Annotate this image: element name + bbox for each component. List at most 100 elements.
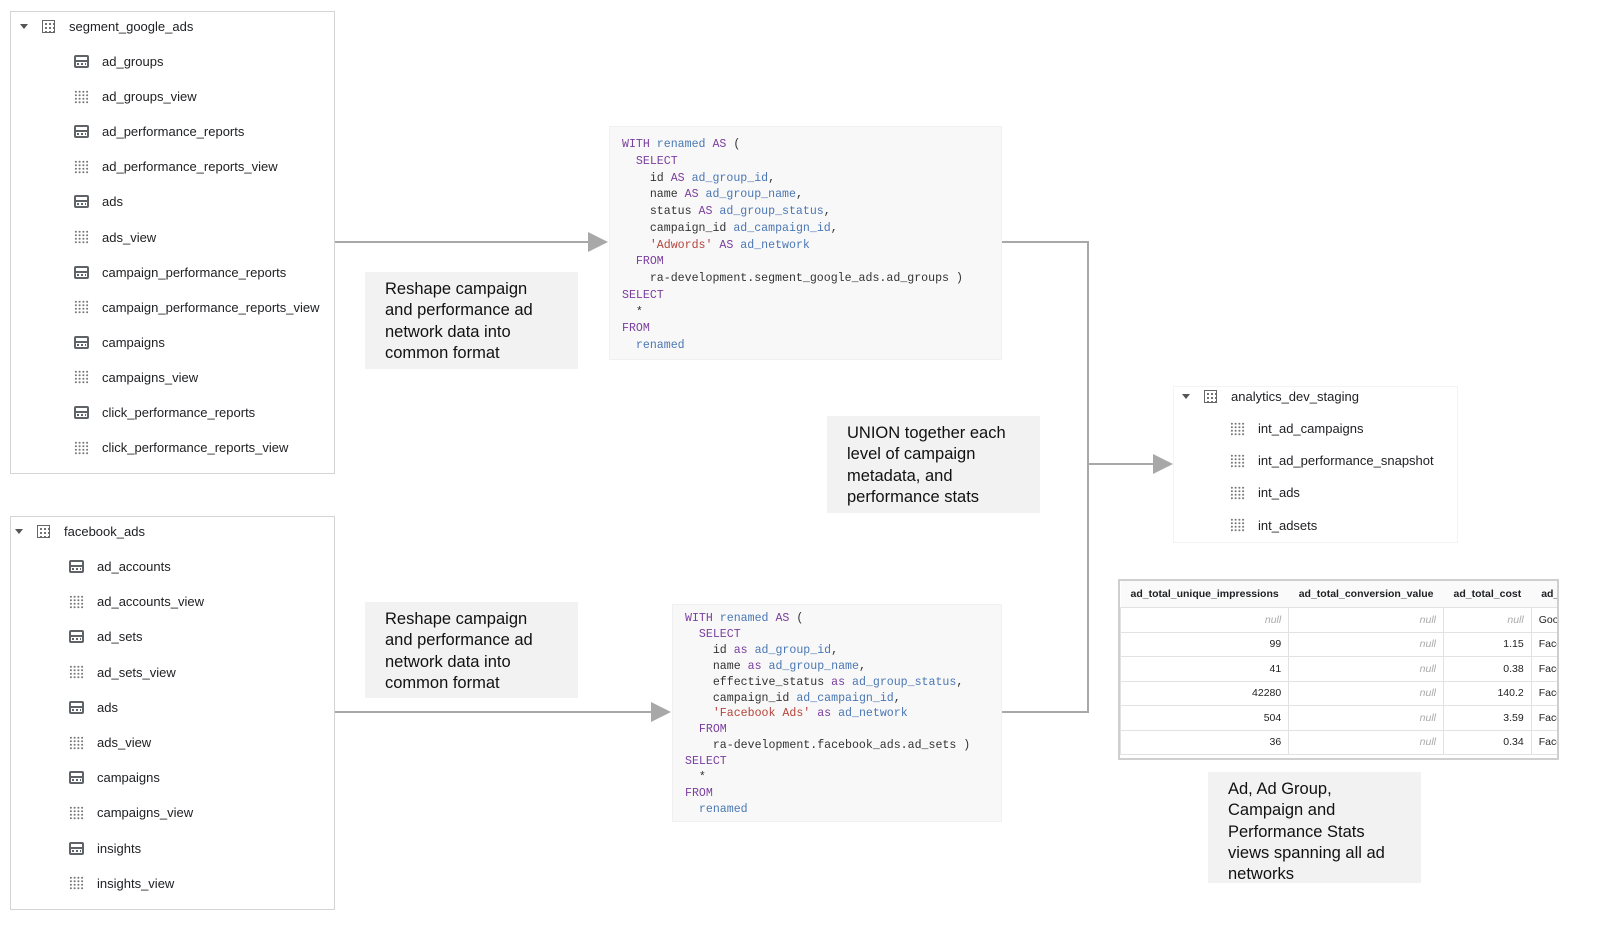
- code-line: SELECT: [685, 755, 727, 768]
- code-token-identifier: ad_campaign_id: [796, 691, 894, 705]
- code-line: WITH renamed AS (: [622, 138, 740, 151]
- code-token-keyword: as: [733, 643, 755, 657]
- tree-item-int-ads[interactable]: int_ads: [1230, 485, 1300, 500]
- tree-item-label: int_ad_campaigns: [1258, 421, 1364, 436]
- code-token-keyword: AS: [698, 205, 720, 218]
- facebook_panel-header[interactable]: facebook_ads: [15, 524, 145, 539]
- code-token-keyword: FROM: [685, 723, 727, 737]
- code-token-text: ,: [831, 643, 839, 657]
- column-header-ad-network[interactable]: ad_network: [1531, 581, 1557, 608]
- collapse-caret-icon[interactable]: [1182, 394, 1190, 399]
- view-icon: [74, 440, 89, 455]
- tree-item-insights[interactable]: insights: [69, 841, 141, 856]
- google-ads-dataset-panel: [10, 11, 335, 474]
- column-header-ad-total-cost[interactable]: ad_total_cost: [1443, 581, 1532, 608]
- code-token-identifier: ad_group_name: [768, 659, 859, 673]
- tree-item-ads[interactable]: ads: [74, 194, 123, 209]
- collapse-caret-icon[interactable]: [15, 529, 23, 534]
- code-line: name as ad_group_name,: [685, 660, 866, 673]
- tree-item-ad-performance-reports[interactable]: ad_performance_reports: [74, 124, 244, 139]
- code-line: id as ad_group_id,: [685, 644, 838, 657]
- tree-item-ad-sets[interactable]: ad_sets: [69, 629, 143, 644]
- tree-item-int-ad-campaigns[interactable]: int_ad_campaigns: [1230, 421, 1364, 436]
- code-token-text: (: [733, 138, 741, 151]
- code-line: 'Adwords' AS ad_network: [622, 239, 810, 252]
- view-icon: [1230, 421, 1245, 436]
- table-cell: 41: [1120, 656, 1290, 682]
- code-line: name AS ad_group_name,: [622, 188, 803, 201]
- code-line: SELECT: [622, 155, 678, 168]
- code-token-keyword: AS: [775, 612, 797, 625]
- table-icon: [69, 700, 84, 714]
- tree-item-label: campaigns_view: [97, 805, 194, 821]
- code-token-identifier: ad_group_name: [705, 188, 796, 202]
- code-line: *: [622, 306, 643, 319]
- table-cell: 0.38: [1443, 656, 1532, 682]
- code-line: SELECT: [622, 289, 664, 302]
- code-token-keyword: SELECT: [685, 755, 727, 769]
- code-token-text: ,: [795, 188, 803, 202]
- code-line: renamed: [685, 803, 748, 816]
- table-cell: null: [1288, 631, 1445, 657]
- tree-item-campaigns[interactable]: campaigns: [74, 335, 165, 350]
- tree-item-ads-view[interactable]: ads_view: [69, 735, 151, 750]
- code-token-text: *: [685, 771, 706, 784]
- tree-item-campaigns[interactable]: campaigns: [69, 770, 160, 785]
- staging_panel-header[interactable]: analytics_dev_staging: [1182, 389, 1359, 404]
- tree-item-label: click_performance_reports: [102, 405, 256, 420]
- tree-item-label: click_performance_reports_view: [102, 440, 289, 456]
- code-token-identifier: ad_network: [740, 238, 810, 252]
- tree-item-ads-view[interactable]: ads_view: [74, 230, 156, 245]
- code-token-text: ,: [823, 205, 831, 218]
- column-header-ad-total-conversion-value[interactable]: ad_total_conversion_value: [1288, 581, 1444, 608]
- tree-item-ads[interactable]: ads: [69, 700, 118, 715]
- tree-item-int-adsets[interactable]: int_adsets: [1230, 518, 1317, 533]
- tree-item-ad-groups-view[interactable]: ad_groups_view: [74, 89, 197, 104]
- code-line: renamed: [622, 339, 685, 352]
- view-icon: [69, 594, 84, 609]
- table-cell: Facebook Ads: [1530, 680, 1557, 706]
- collapse-caret-icon[interactable]: [20, 24, 28, 29]
- code-line: FROM: [685, 787, 713, 800]
- google_panel-header[interactable]: segment_google_ads: [20, 19, 193, 34]
- tree-item-ad-groups[interactable]: ad_groups: [74, 54, 163, 69]
- code-token-keyword: FROM: [685, 786, 713, 800]
- tree-item-click-performance-reports[interactable]: click_performance_reports: [74, 405, 255, 420]
- tree-item-click-performance-reports-view[interactable]: click_performance_reports_view: [74, 440, 288, 455]
- table-cell: 42280: [1120, 680, 1290, 706]
- code-token-text: ,: [858, 659, 866, 673]
- table-cell: null: [1288, 729, 1445, 755]
- tree-item-ad-accounts-view[interactable]: ad_accounts_view: [69, 594, 204, 609]
- dataset-icon: [1204, 390, 1217, 403]
- tree-item-int-ad-performance-snapshot[interactable]: int_ad_performance_snapshot: [1230, 453, 1434, 468]
- tree-item-label: ad_sets: [97, 629, 143, 645]
- code-token-keyword: SELECT: [685, 627, 741, 641]
- code-token-identifier: renamed: [622, 339, 685, 352]
- view-icon: [74, 89, 89, 104]
- column-header-ad-total-unique-impressions[interactable]: ad_total_unique_impressions: [1120, 581, 1289, 608]
- tree-item-ad-performance-reports-view[interactable]: ad_performance_reports_view: [74, 159, 278, 174]
- tree-item-label: ad_sets_view: [97, 664, 176, 680]
- tree-item-campaign-performance-reports-view[interactable]: campaign_performance_reports_view: [74, 300, 320, 315]
- code-token-keyword: AS: [712, 138, 734, 151]
- table-icon: [74, 406, 89, 419]
- code-token-text: name: [685, 659, 748, 673]
- view-icon: [74, 370, 89, 385]
- tree-item-insights-view[interactable]: insights_view: [69, 876, 174, 891]
- code-token-identifier: renamed: [719, 612, 776, 625]
- code-token-identifier: renamed: [656, 138, 713, 151]
- tree-item-label: ad_performance_reports: [102, 124, 245, 140]
- tree-item-ad-accounts[interactable]: ad_accounts: [69, 559, 171, 574]
- code-token-text: id: [685, 643, 734, 657]
- tree-item-campaigns-view[interactable]: campaigns_view: [74, 370, 198, 385]
- tree-item-ad-sets-view[interactable]: ad_sets_view: [69, 665, 176, 680]
- tree-item-label: campaign_performance_reports: [102, 264, 287, 280]
- union-bracket: [1002, 241, 1089, 713]
- code-line: SELECT: [685, 628, 741, 641]
- code-token-identifier: ad_group_status: [719, 205, 824, 218]
- tree-item-campaign-performance-reports[interactable]: campaign_performance_reports: [74, 265, 286, 280]
- tree-item-campaigns-view[interactable]: campaigns_view: [69, 805, 193, 820]
